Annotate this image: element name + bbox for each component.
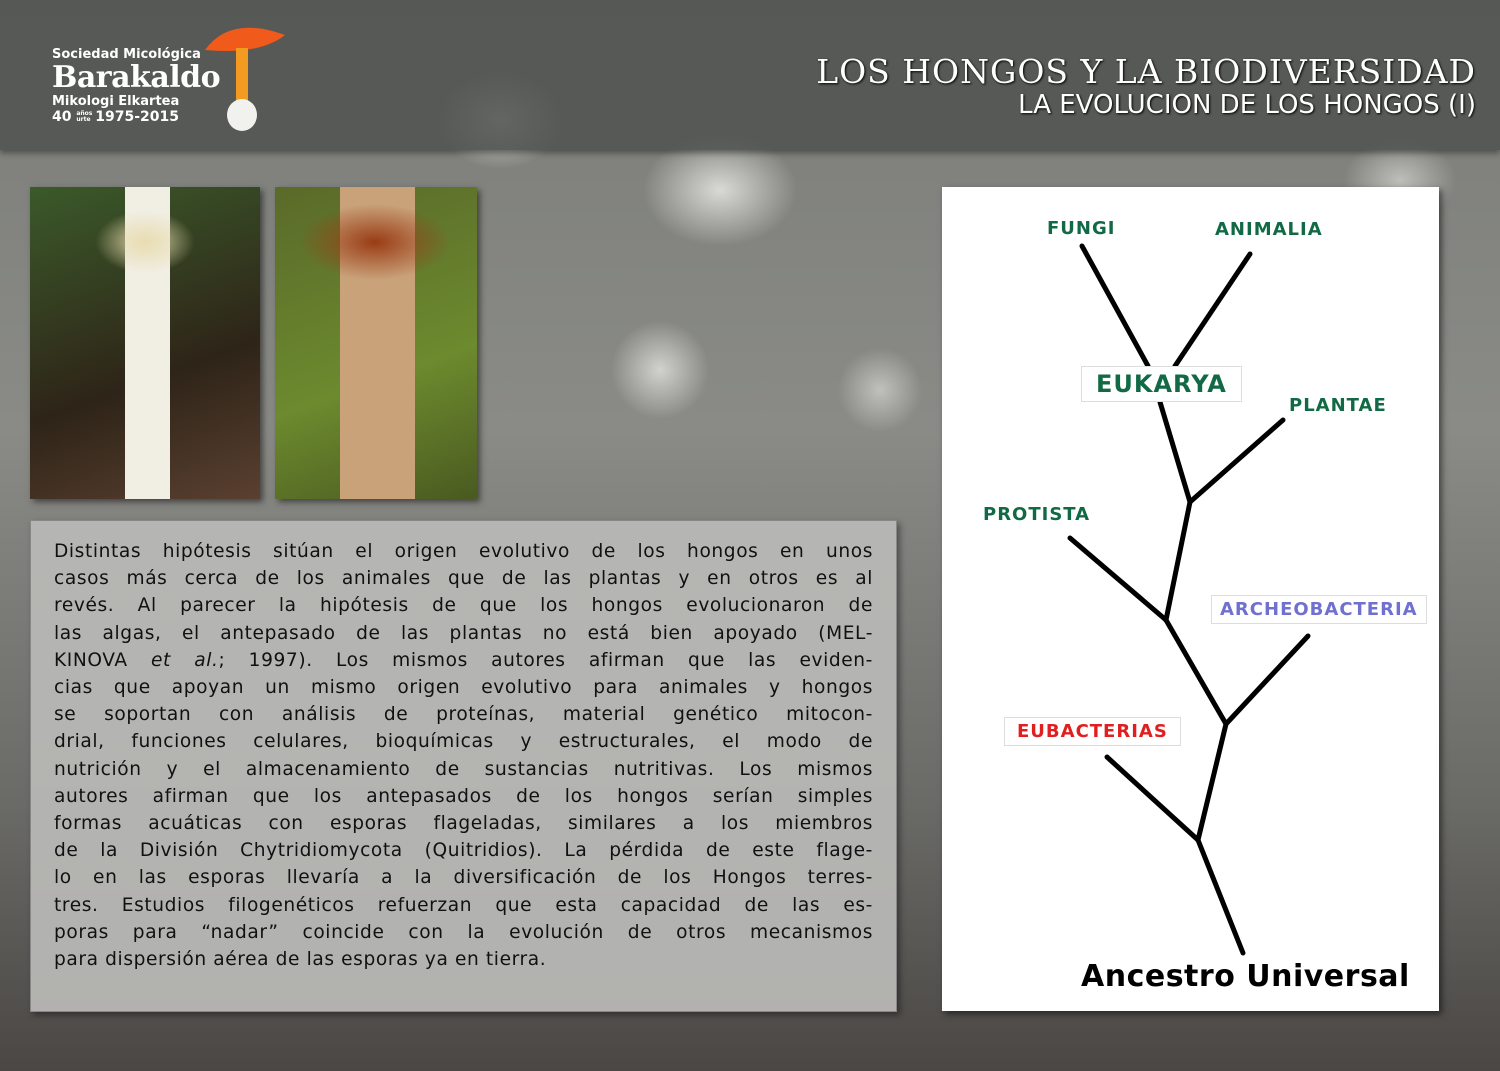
logo-40: 40	[52, 109, 72, 125]
branch-trunk	[1163, 499, 1193, 623]
label-archeobacteria: ARCHEOBACTERIA	[1211, 595, 1427, 624]
branch-trunk	[1195, 721, 1229, 843]
logo: Sociedad Micológica Barakaldo Mikologi E…	[52, 47, 221, 125]
page-subtitle: LA EVOLUCION DE LOS HONGOS (I)	[1018, 90, 1476, 120]
label-eukarya: EUKARYA	[1081, 366, 1242, 402]
phylogenetic-tree: FUNGI ANIMALIA EUKARYA PLANTAE PROTISTA …	[942, 187, 1439, 1011]
photo-boletus	[275, 187, 477, 499]
logo-range: 1975-2015	[95, 109, 179, 125]
text-line: formas acuáticas con esporas flageladas,…	[54, 813, 873, 835]
text-line: KINOVA et al.; 1997). Los mismos autores…	[54, 647, 873, 674]
logo-line1: Sociedad Micológica	[52, 47, 201, 62]
text-line: se soportan con análisis de proteínas, m…	[54, 704, 873, 726]
text-italic: et al.	[151, 649, 219, 671]
text-part: KINOVA	[54, 649, 152, 671]
text-line: revés. Al parecer la hipótesis de que lo…	[54, 595, 873, 617]
branch-eubacterias	[1104, 754, 1201, 843]
label-eubacterias: EUBACTERIAS	[1004, 717, 1181, 746]
text-line: para dispersión aérea de las esporas ya …	[54, 949, 547, 971]
text-part: ; 1997). Los mismos autores afirman que …	[218, 649, 873, 671]
text-line: casos más cerca de los animales que de l…	[54, 568, 873, 590]
tree-branches	[1067, 243, 1311, 956]
label-protista: PROTISTA	[983, 504, 1091, 525]
branch-archeobacteria	[1223, 633, 1311, 727]
logo-years: 40 años urte 1975-2015	[52, 109, 220, 125]
description-text: Distintas hipótesis sitúan el origen evo…	[30, 520, 897, 1012]
text-line: cias que apoyan un mismo origen evolutiv…	[54, 677, 873, 699]
text-line: drial, funciones celulares, bioquímicas …	[54, 731, 873, 753]
mushroom-logo-icon	[205, 27, 285, 131]
branch-animalia	[1172, 251, 1253, 369]
text-line: lo en las esporas llevaría a la diversif…	[54, 867, 873, 889]
page-title: LOS HONGOS Y LA BIODIVERSIDAD	[816, 52, 1476, 91]
text-line: las algas, el antepasado de las plantas …	[54, 622, 873, 644]
text-line: tres. Estudios filogenéticos refuerzan q…	[54, 894, 873, 916]
branch-eukarya	[1157, 399, 1193, 505]
photo-amanita	[30, 187, 260, 499]
logo-name: Barakaldo	[52, 60, 221, 95]
label-fungi: FUNGI	[1047, 218, 1116, 239]
label-plantae: PLANTAE	[1289, 395, 1387, 416]
branch-root	[1195, 837, 1246, 956]
header: Sociedad Micológica Barakaldo Mikologi E…	[0, 0, 1500, 150]
label-animalia: ANIMALIA	[1215, 219, 1323, 240]
text-line: de la División Chytridiomycota (Quitridi…	[54, 840, 873, 862]
branch-plantae	[1187, 417, 1286, 505]
text-line: poras para “nadar” coincide con la evolu…	[54, 921, 873, 943]
text-line: autores afirman que los antepasados de l…	[54, 785, 873, 807]
label-ancestro-universal: Ancestro Universal	[1081, 959, 1410, 994]
branch-protista	[1067, 535, 1169, 623]
branch-trunk	[1163, 617, 1229, 727]
logo-line3: Mikologi Elkartea	[52, 94, 180, 109]
logo-years-small: años urte	[76, 110, 93, 123]
branch-fungi	[1079, 243, 1151, 369]
text-line: nutrición y el almacenamiento de sustanc…	[54, 758, 873, 780]
text-line: Distintas hipótesis sitúan el origen evo…	[54, 541, 873, 562]
